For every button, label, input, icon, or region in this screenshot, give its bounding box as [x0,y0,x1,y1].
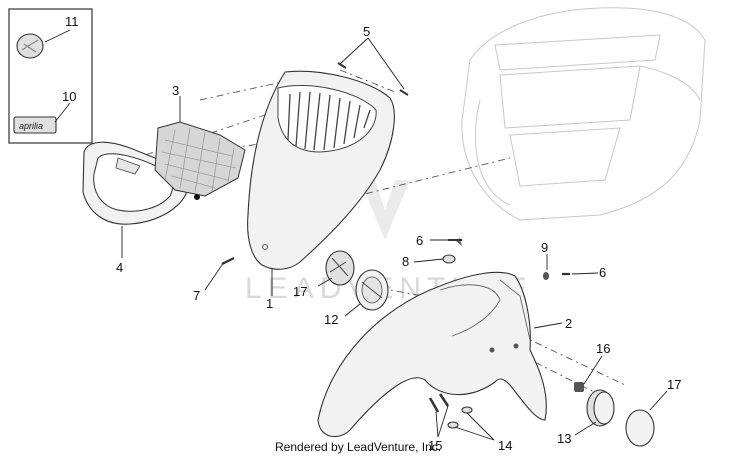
badge-box: aprilia [8,8,93,144]
callout-1: 1 [266,296,273,311]
callout-9: 9 [541,240,548,255]
mesh-grille-part-3 [154,121,246,200]
callout-3: 3 [172,83,179,98]
cap-part-17-left [325,250,355,286]
callout-14: 14 [498,438,512,453]
cover-part-12 [355,269,389,311]
leader-lines [44,29,668,441]
callout-4: 4 [116,260,123,275]
mudguard-part-2 [317,271,547,438]
footer-credit: Rendered by LeadVenture, Inc. [275,440,441,454]
emblem-part-11 [16,33,44,59]
cover-part-13 [586,389,615,427]
cap-part-17-right [625,409,655,447]
callout-17-left: 17 [293,284,307,299]
background-frame-outline [461,7,706,221]
callout-6-right: 6 [599,265,606,280]
callout-numbers: 11 10 5 3 4 7 1 17 12 6 8 9 6 2 16 17 13… [62,14,681,453]
callout-2: 2 [565,316,572,331]
callout-12: 12 [324,312,338,327]
badge-text: aprilia [19,121,43,131]
front-shield-part-1 [247,70,395,270]
callout-16: 16 [596,341,610,356]
callout-17-right: 17 [667,377,681,392]
hardware-parts [221,62,584,429]
callout-10: 10 [62,89,76,104]
callout-8: 8 [402,254,409,269]
callout-5: 5 [363,24,370,39]
callout-15: 15 [428,438,442,453]
aprilia-badge-part-10 [13,116,57,134]
callout-11: 11 [65,14,79,29]
callout-6-left: 6 [416,233,423,248]
callout-7: 7 [193,288,200,303]
callout-13: 13 [557,431,571,446]
